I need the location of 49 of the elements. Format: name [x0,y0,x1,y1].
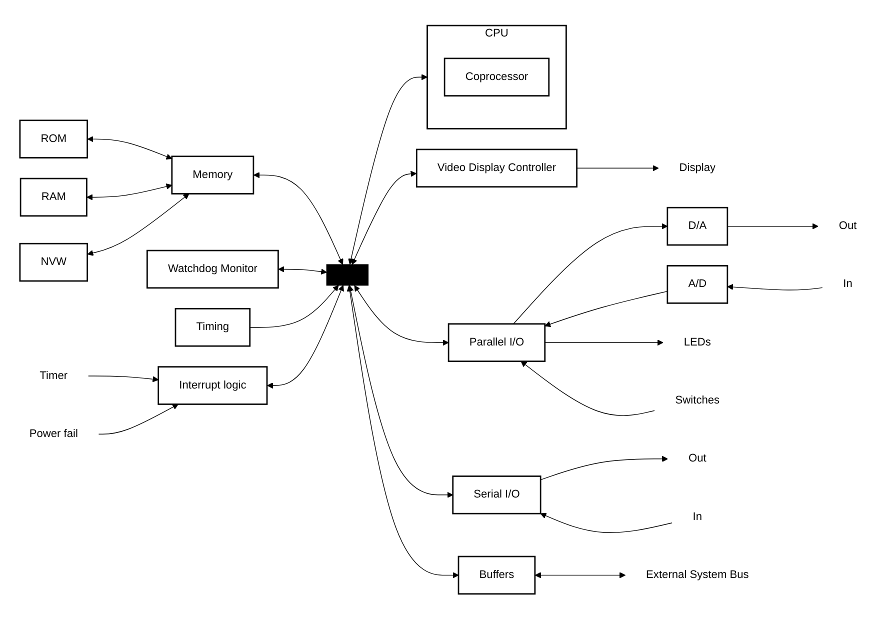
arrow [253,172,344,266]
arrow [534,572,626,579]
node-text: Display [679,162,716,174]
node-text: LEDs [684,336,711,348]
arrow [348,74,428,265]
arrow [87,194,190,256]
node-text: Out [688,452,706,465]
arrow [576,165,659,172]
node-box: Parallel I/O [448,324,546,362]
node-box: RAM [20,178,88,217]
node-box: NVW [19,243,88,282]
arrow [544,291,668,328]
node-text: In [843,278,852,290]
arrow [267,285,344,389]
node-text: In [692,511,702,523]
arrow [544,340,664,346]
node-box: Serial I/O [452,476,542,515]
node-box: A/D [666,265,728,304]
node-text: External System Bus [646,569,749,582]
node-box: ROM [19,120,88,159]
node-box: Interrupt logic [158,366,268,406]
arrow [88,376,159,382]
arrow [348,286,454,498]
arrow [354,286,449,346]
node-text: Switches [675,394,720,407]
arrow [250,285,339,328]
arrow [727,284,823,291]
arrow [346,286,459,579]
arrow [540,456,668,480]
node-text: Power fail [29,428,78,440]
arrow [87,136,172,160]
node-box: Buffers [458,556,536,595]
arrow [727,224,818,230]
arrow [513,224,668,325]
node-box: Video Display Controller [416,149,578,188]
arrow [540,513,672,534]
arrow [98,404,178,435]
node-bar [326,264,369,286]
arrow [86,184,172,201]
node-box: Memory [171,156,254,195]
arrow [278,266,327,275]
arrow [520,361,655,416]
arrow [352,171,417,266]
node-text: Timer [40,370,68,382]
node-box: Watchdog Monitor [146,250,279,289]
node-box: Coprocessor [444,58,550,97]
node-box: Timing [174,308,251,348]
node-box: D/A [666,207,728,246]
node-text: Out [838,220,857,232]
